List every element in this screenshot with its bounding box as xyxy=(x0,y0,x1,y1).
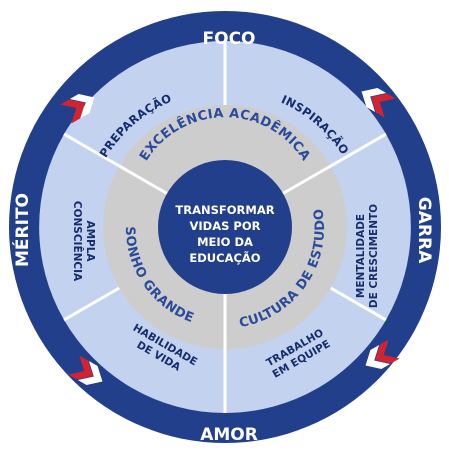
segment-label-mentalidade: MENTALIDADE DE CRESCIMENTO xyxy=(355,204,380,308)
center-text-line: EDUCAÇÃO xyxy=(189,250,260,265)
divider-line xyxy=(118,164,168,195)
divider-line xyxy=(63,132,121,168)
divider-line xyxy=(63,286,121,322)
center-text-line: TRANSFORMAR xyxy=(175,203,274,217)
center-text-line: MEIO DA xyxy=(197,235,253,249)
divider-line xyxy=(329,132,387,168)
segment-label-line: AMPLA xyxy=(84,220,96,262)
divider-line xyxy=(282,164,332,195)
outer-label-top: FOCO xyxy=(203,29,256,49)
segment-label-line: DE CRESCIMENTO xyxy=(368,204,380,308)
center-text: TRANSFORMAR VIDAS POR MEIO DA EDUCAÇÃO xyxy=(175,203,274,265)
chevron-arrow-icon xyxy=(365,339,400,370)
center-text-line: VIDAS POR xyxy=(190,219,261,233)
segment-label-line: MENTALIDADE xyxy=(355,214,367,298)
center-circle xyxy=(158,160,292,294)
segment-label-ampla: AMPLA CONSCIÊNCIA xyxy=(71,201,96,282)
divider-line xyxy=(329,286,387,322)
chevron-arrow-icon xyxy=(60,93,95,124)
chevron-arrow-icon xyxy=(68,355,103,386)
outer-label-left: MÉRITO xyxy=(11,193,33,267)
chevron-arrow-icon xyxy=(361,87,396,118)
dividers xyxy=(63,41,387,413)
segment-label-line: CONSCIÊNCIA xyxy=(71,201,84,282)
outer-label-right: GARRA xyxy=(414,197,434,264)
outer-label-bottom: AMOR xyxy=(200,425,258,445)
